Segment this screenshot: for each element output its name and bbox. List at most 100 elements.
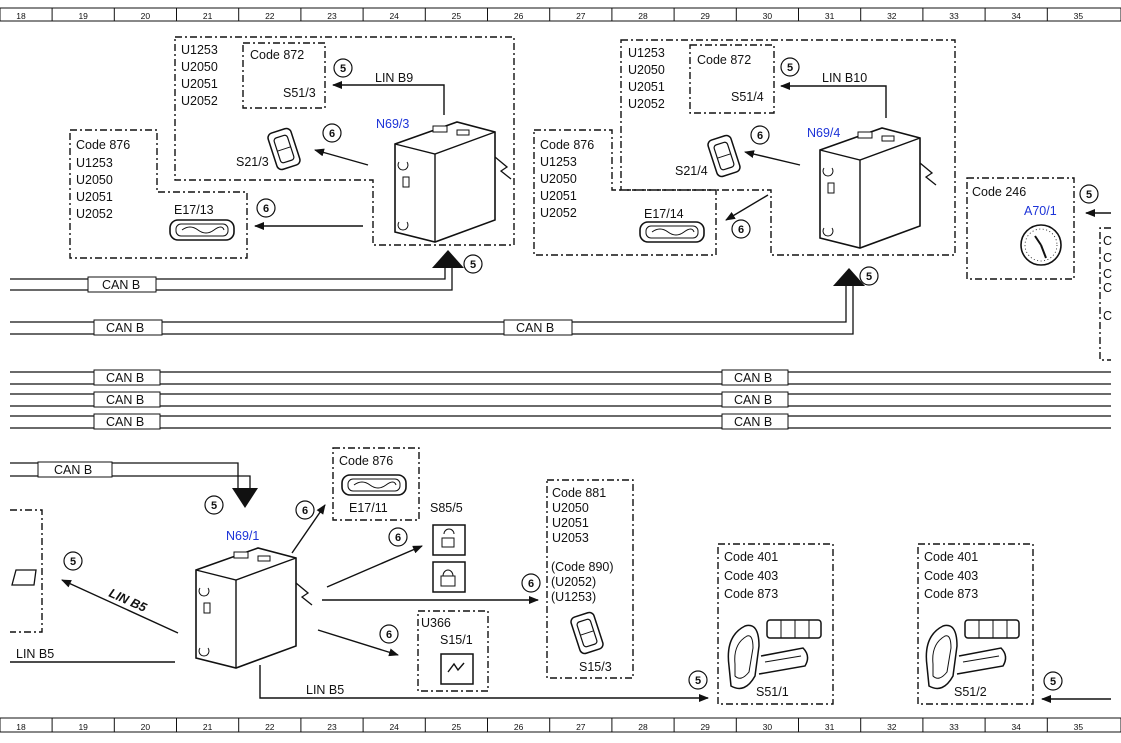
n69-1-label: N69/1 <box>226 529 259 543</box>
note-circle: 5 <box>1043 671 1063 691</box>
e17-13-lamp <box>169 219 235 241</box>
svg-text:6: 6 <box>329 128 335 140</box>
ruler-cell-label: 23 <box>327 722 337 732</box>
s51-2-seat-switch <box>925 619 1020 690</box>
s51-2-label: S51/2 <box>954 685 987 699</box>
ruler-cell-label: 22 <box>265 11 275 21</box>
note-circle: 5 <box>333 58 353 78</box>
code-u2050: U2050 <box>181 60 218 74</box>
code-u1253: U1253 <box>76 156 113 170</box>
ruler-cell-label: 25 <box>452 11 462 21</box>
code-u2050: U2050 <box>552 501 589 515</box>
code-403: Code 403 <box>924 569 978 583</box>
s85-5-label: S85/5 <box>430 501 463 515</box>
s51-4-label: S51/4 <box>731 90 764 104</box>
lin-b9-label: LIN B9 <box>375 71 413 85</box>
ruler-cell-label: 33 <box>949 722 959 732</box>
ruler-cell-label: 30 <box>763 11 773 21</box>
ruler-cell-label: 18 <box>16 11 26 21</box>
edge-c-2: C <box>1103 251 1112 265</box>
svg-text:6: 6 <box>395 532 401 544</box>
e17-14-lamp <box>639 221 705 243</box>
ruler-cell-label: 19 <box>78 722 88 732</box>
note-circle: 5 <box>859 266 879 286</box>
code-890: (Code 890) <box>551 560 614 574</box>
ruler-cell-label: 27 <box>576 11 586 21</box>
ruler-cell-label: 29 <box>700 11 710 21</box>
code-873: Code 873 <box>724 587 778 601</box>
ruler-cell-label: 21 <box>203 722 213 732</box>
ruler-cell-label: 34 <box>1011 722 1021 732</box>
note-circle: 5 <box>463 254 483 274</box>
lin-b5-label: LIN B5 <box>16 647 54 661</box>
code-u2051: U2051 <box>552 516 589 530</box>
ruler-cell-label: 31 <box>825 722 835 732</box>
svg-text:5: 5 <box>1086 189 1092 201</box>
can-label: CAN B <box>106 321 144 335</box>
svg-text:5: 5 <box>470 259 476 271</box>
svg-text:5: 5 <box>70 556 76 568</box>
code-u2051: U2051 <box>628 80 665 94</box>
can-label: CAN B <box>516 321 554 335</box>
s21-4-switch <box>705 133 743 179</box>
can-bus-lines <box>10 250 1111 508</box>
ruler-cell-label: 32 <box>887 11 897 21</box>
note-circle: 6 <box>731 219 751 239</box>
n69-4-group: U1253 U2050 U2051 U2052 Code 872 S51/4 L… <box>533 39 956 256</box>
can-label: CAN B <box>102 278 140 292</box>
ruler-cell-label: 28 <box>638 722 648 732</box>
note-circle: 6 <box>388 527 408 547</box>
ruler-cell-label: 29 <box>700 722 710 732</box>
code-876: Code 876 <box>540 138 594 152</box>
can-label: CAN B <box>106 393 144 407</box>
note-circle: 6 <box>379 624 399 644</box>
u366-label: U366 <box>421 616 451 630</box>
note-circle: 5 <box>1079 184 1099 204</box>
code-u2051: U2051 <box>181 77 218 91</box>
edge-c-3: C <box>1103 267 1112 281</box>
edge-c-4: C <box>1103 281 1112 295</box>
code-u1253: U1253 <box>628 46 665 60</box>
ruler-cell-label: 25 <box>452 722 462 732</box>
svg-text:5: 5 <box>211 500 217 512</box>
note-circle: 5 <box>204 495 224 515</box>
s51-3-label: S51/3 <box>283 86 316 100</box>
n69-1-module <box>195 547 313 669</box>
ruler-cell-label: 26 <box>514 11 524 21</box>
svg-text:6: 6 <box>302 505 308 517</box>
s51-1-seat-switch <box>727 619 822 690</box>
edge-c-1: C <box>1103 234 1112 248</box>
s21-4-label: S21/4 <box>675 164 708 178</box>
code-u2053: U2053 <box>552 531 589 545</box>
s21-3-label: S21/3 <box>236 155 269 169</box>
a70-1-group: Code 246 A70/1 C C C C C <box>966 177 1112 361</box>
a70-1-label: A70/1 <box>1024 204 1057 218</box>
ruler-cell-label: 24 <box>389 722 399 732</box>
code-872: Code 872 <box>697 53 751 67</box>
lin-b10-label: LIN B10 <box>822 71 867 85</box>
ruler-cell-label: 27 <box>576 722 586 732</box>
ruler-cell-label: 18 <box>16 722 26 732</box>
note-circle: 6 <box>256 198 276 218</box>
code-u1253: U1253 <box>540 155 577 169</box>
can-label: CAN B <box>734 393 772 407</box>
code-pu1253: (U1253) <box>551 590 596 604</box>
code-u2052: U2052 <box>628 97 665 111</box>
can-label: CAN B <box>106 371 144 385</box>
e17-13-label: E17/13 <box>174 203 214 217</box>
s51-1-label: S51/1 <box>756 685 789 699</box>
svg-text:5: 5 <box>340 63 346 75</box>
s21-3-switch <box>265 126 303 172</box>
n69-4-label: N69/4 <box>807 126 840 140</box>
ruler-cell-label: 28 <box>638 11 648 21</box>
svg-text:5: 5 <box>866 271 872 283</box>
code-872: Code 872 <box>250 48 304 62</box>
code-u2052: U2052 <box>181 94 218 108</box>
edge-c-5: C <box>1103 309 1112 323</box>
ruler-cell-label: 35 <box>1074 722 1084 732</box>
code-u2050: U2050 <box>628 63 665 77</box>
e17-11-label: E17/11 <box>349 501 388 515</box>
